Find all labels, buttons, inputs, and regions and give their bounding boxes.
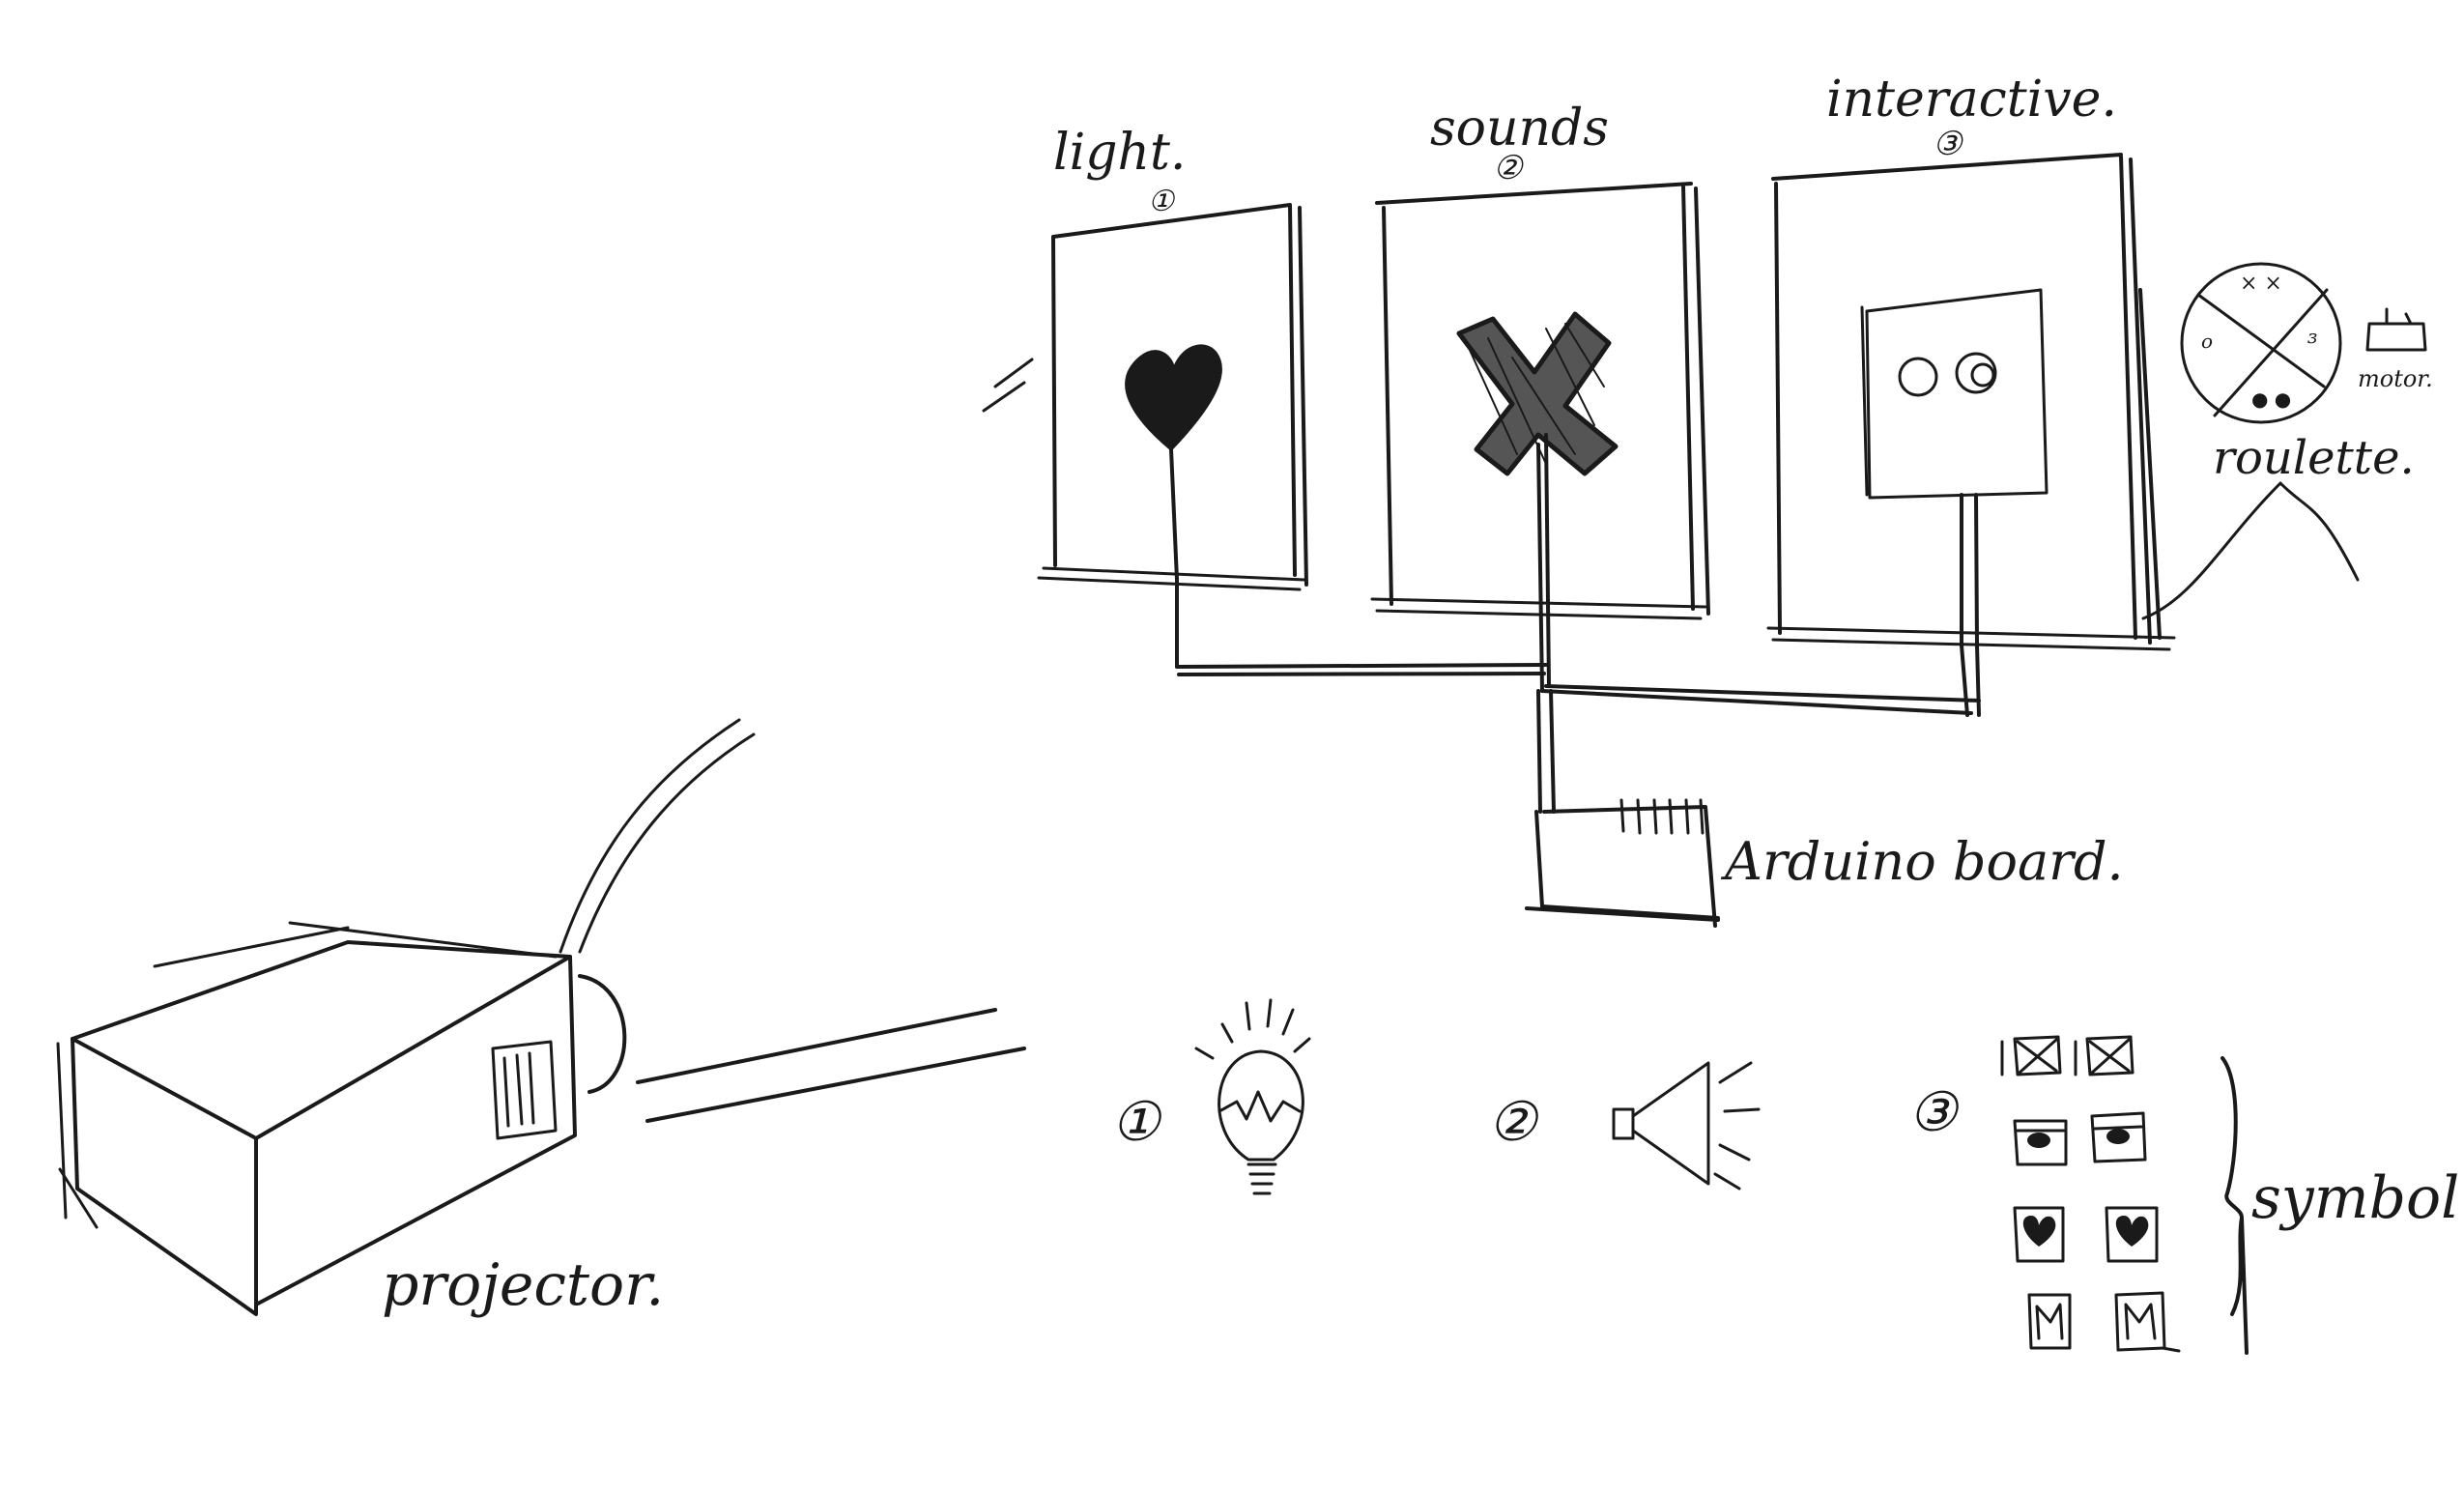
- legend-number-3: ③: [1908, 1081, 1960, 1144]
- svg-text:ɜ: ɜ: [2307, 325, 2317, 348]
- eyes-icon: [1900, 354, 1995, 395]
- label-light-number: ①: [1148, 185, 1176, 218]
- roulette-pointer-line: [2143, 483, 2358, 618]
- svg-text:● ●: ● ●: [2251, 387, 2291, 411]
- label-motor: motor.: [2358, 365, 2433, 392]
- panel-interactive: [1768, 155, 2174, 649]
- motor-icon: [2367, 309, 2425, 350]
- arduino-board: [1527, 800, 1718, 926]
- roulette-wheel-icon: × × o ɜ ● ●: [2182, 264, 2340, 422]
- panel-light: [984, 205, 1306, 667]
- symbol-grid: [2002, 1037, 2179, 1351]
- label-interactive: interactive.: [1826, 71, 2117, 129]
- bulb-icon: [1196, 1000, 1309, 1193]
- label-symbol: symbol: [2251, 1164, 2459, 1232]
- label-projector: projector.: [382, 1251, 664, 1319]
- projector-icon: [58, 720, 1024, 1314]
- legend-number-1: ①: [1111, 1091, 1162, 1154]
- svg-text:o: o: [2201, 330, 2213, 353]
- legend-number-2: ②: [1488, 1091, 1539, 1154]
- symbol-bracket: [2222, 1058, 2247, 1353]
- label-sounds-number: ②: [1493, 149, 1524, 187]
- wiring: [1177, 646, 1979, 812]
- label-arduino-board: Arduino board.: [1720, 831, 2124, 892]
- svg-text:× ×: × ×: [2240, 272, 2282, 296]
- label-roulette: roulette.: [2213, 431, 2415, 485]
- label-interactive-number: ③: [1933, 125, 1963, 163]
- panel-sounds: [1372, 184, 1708, 691]
- label-light: light.: [1053, 124, 1186, 182]
- speaker-icon: [1614, 1063, 1759, 1189]
- heart-icon: [1127, 346, 1221, 449]
